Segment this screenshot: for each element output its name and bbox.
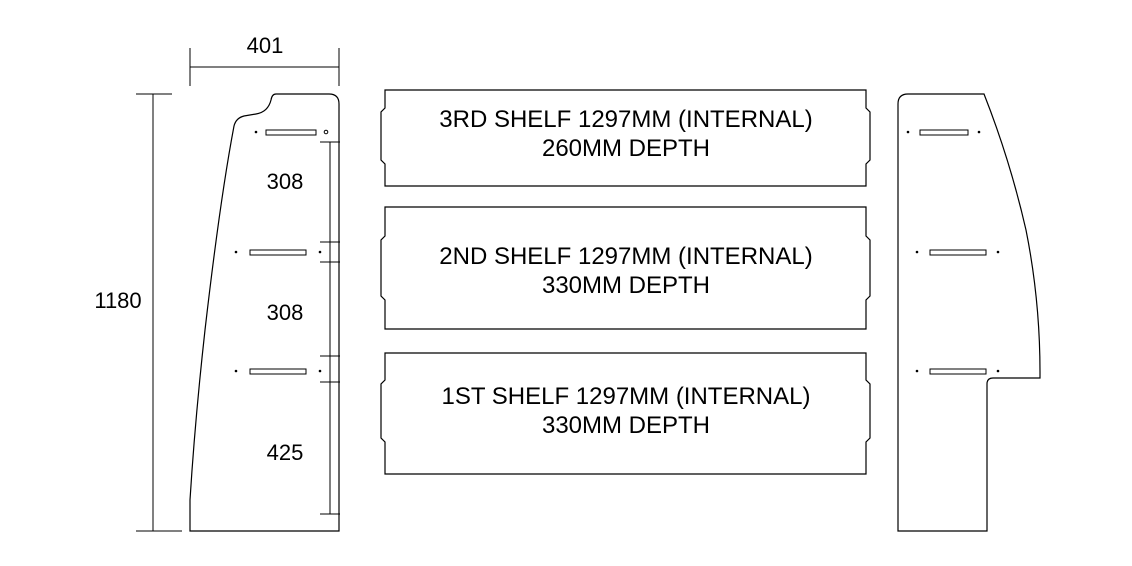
right-slot-dot xyxy=(915,250,919,254)
width-dim-label: 401 xyxy=(247,33,284,58)
right-slot-top xyxy=(919,129,969,136)
gap-dim-label-top: 308 xyxy=(267,169,304,194)
gap-dim-label-bottom: 425 xyxy=(267,440,304,465)
left-slot-dot xyxy=(318,369,322,373)
left-slot-dot xyxy=(234,250,238,254)
right-slot-dot xyxy=(915,369,919,373)
right-slot-bottom xyxy=(929,368,987,375)
shelf-1-outline xyxy=(380,352,871,475)
shelf-1-depth: 330MM DEPTH xyxy=(542,412,710,439)
left-slot-dot xyxy=(234,369,238,373)
right-slot-dot xyxy=(996,250,1000,254)
shelf-3-outline xyxy=(380,89,871,187)
shelf-3-title: 3RD SHELF 1297MM (INTERNAL) xyxy=(439,106,812,133)
shelf-3-depth: 260MM DEPTH xyxy=(542,135,710,162)
height-dim-label: 1180 xyxy=(94,288,141,313)
right-slot-middle xyxy=(929,249,987,256)
shelf-2-outline xyxy=(380,206,871,330)
shelf-1: 1ST SHELF 1297MM (INTERNAL) 330MM DEPTH xyxy=(380,352,871,475)
shelf-1-title: 1ST SHELF 1297MM (INTERNAL) xyxy=(442,383,811,410)
right-side-panel xyxy=(897,93,1041,532)
left-side-panel: 401 1180 308 308 425 xyxy=(94,33,340,532)
left-slot-dot xyxy=(318,250,322,254)
shelf-2-depth: 330MM DEPTH xyxy=(542,272,710,299)
left-slot-bottom xyxy=(249,368,307,375)
left-slot-dot xyxy=(323,129,329,135)
left-slot-dot xyxy=(254,130,258,134)
shelf-2-title: 2ND SHELF 1297MM (INTERNAL) xyxy=(439,243,812,270)
left-panel-outline xyxy=(189,93,340,532)
left-slot-middle xyxy=(249,249,307,256)
gap-dim-label-middle: 308 xyxy=(267,300,304,325)
shelf-3: 3RD SHELF 1297MM (INTERNAL) 260MM DEPTH xyxy=(380,89,871,187)
right-slot-dot xyxy=(906,130,910,134)
shelf-2: 2ND SHELF 1297MM (INTERNAL) 330MM DEPTH xyxy=(380,206,871,330)
left-slot-top xyxy=(265,129,317,136)
right-slot-dot xyxy=(996,369,1000,373)
right-slot-dot xyxy=(977,130,981,134)
right-panel-outline xyxy=(897,93,1041,532)
